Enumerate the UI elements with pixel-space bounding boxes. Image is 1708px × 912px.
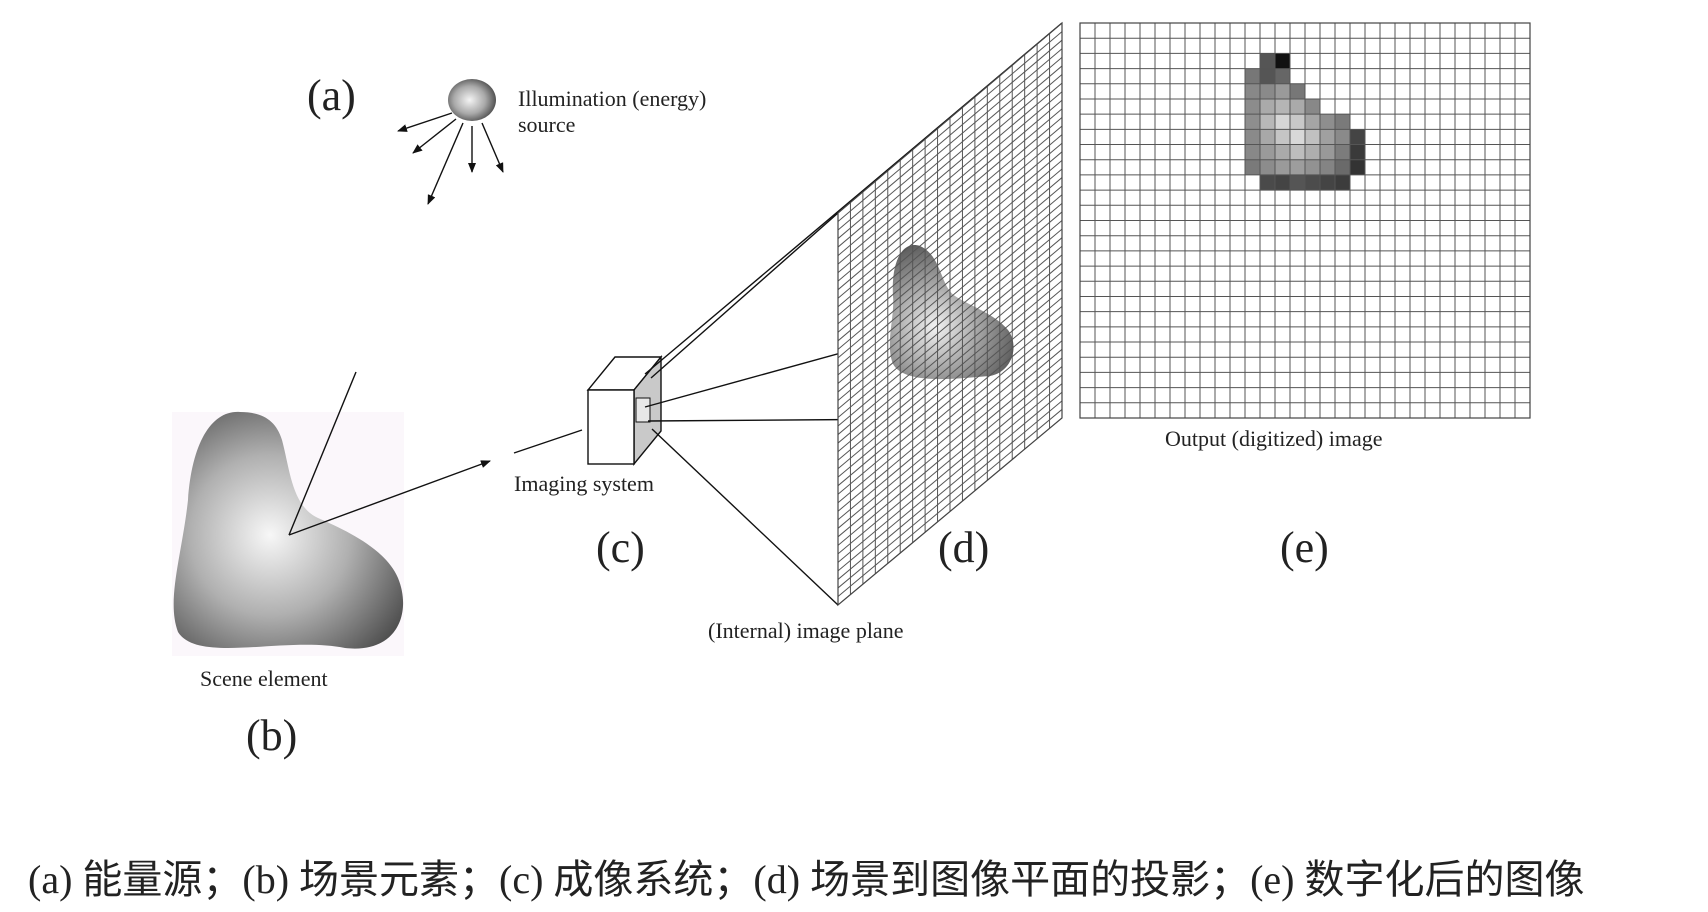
output-pixel: [1245, 144, 1260, 160]
output-pixel: [1290, 98, 1305, 115]
output-pixel: [1275, 68, 1290, 84]
output-pixel: [1290, 114, 1305, 130]
output-pixel: [1275, 129, 1290, 145]
output-pixel: [1350, 159, 1365, 175]
scene-element-shape: [173, 411, 404, 649]
output-pixel: [1290, 144, 1305, 160]
output-pixel: [1260, 159, 1275, 175]
scene-to-camera-ray-cont: [513, 429, 583, 454]
output-pixel: [1260, 114, 1275, 130]
image-plane: [837, 21, 1063, 607]
scene-to-camera-ray: [288, 460, 491, 536]
illumination-label-line2: source: [518, 112, 575, 137]
output-digitized-image: [1079, 22, 1531, 419]
output-pixel: [1260, 53, 1275, 69]
label-c: (c): [596, 523, 645, 572]
output-pixel: [1245, 159, 1260, 175]
output-pixel: [1245, 98, 1260, 115]
output-pixel: [1260, 83, 1275, 99]
label-d: (d): [938, 523, 989, 572]
output-pixel: [1260, 98, 1275, 115]
output-pixel: [1245, 114, 1260, 130]
output-pixel: [1320, 114, 1335, 130]
output-pixel: [1335, 174, 1350, 191]
output-pixel: [1320, 129, 1335, 145]
output-pixel: [1350, 144, 1365, 160]
projected-scene-shape: [889, 245, 1014, 380]
output-pixel: [1260, 129, 1275, 145]
output-pixel: [1290, 174, 1305, 191]
output-pixel: [1260, 144, 1275, 160]
output-pixel: [1290, 129, 1305, 145]
output-pixel: [1275, 174, 1290, 191]
output-image-label: Output (digitized) image: [1165, 426, 1383, 451]
output-pixel: [1290, 83, 1305, 99]
output-pixel: [1320, 159, 1335, 175]
output-pixel: [1305, 144, 1320, 160]
imaging-system-label: Imaging system: [514, 471, 654, 496]
output-pixel: [1245, 68, 1260, 84]
output-pixel: [1320, 144, 1335, 160]
output-pixel: [1305, 129, 1320, 145]
output-pixel: [1305, 174, 1320, 191]
output-pixel: [1320, 174, 1335, 191]
output-pixel: [1275, 159, 1290, 175]
output-pixel: [1275, 144, 1290, 160]
output-pixel: [1275, 114, 1290, 130]
scene-element-label: Scene element: [200, 666, 328, 691]
illumination-source-icon: [448, 79, 496, 121]
output-pixel: [1275, 83, 1290, 99]
label-b: (b): [246, 711, 297, 760]
output-pixel: [1275, 98, 1290, 115]
output-pixel: [1335, 129, 1350, 145]
output-pixel: [1290, 159, 1305, 175]
light-rays: [397, 112, 504, 205]
label-a: (a): [307, 71, 356, 120]
output-pixel: [1260, 174, 1275, 191]
output-pixel: [1335, 144, 1350, 160]
output-pixel: [1245, 129, 1260, 145]
output-pixel: [1350, 129, 1365, 145]
output-pixel: [1305, 159, 1320, 175]
output-pixel: [1305, 98, 1320, 115]
output-pixel: [1275, 53, 1290, 69]
image-plane-label: (Internal) image plane: [708, 618, 903, 643]
label-e: (e): [1280, 523, 1329, 572]
output-pixel: [1305, 114, 1320, 130]
reflected-ray: [288, 371, 357, 536]
output-pixel: [1335, 159, 1350, 175]
illumination-label-line1: Illumination (energy): [518, 86, 706, 111]
output-pixel: [1245, 83, 1260, 99]
imaging-system-box: [586, 355, 663, 466]
figure-caption: (a) 能量源；(b) 场景元素；(c) 成像系统；(d) 场景到图像平面的投影…: [28, 857, 1584, 902]
output-pixel: [1260, 68, 1275, 84]
output-pixel: [1335, 114, 1350, 130]
